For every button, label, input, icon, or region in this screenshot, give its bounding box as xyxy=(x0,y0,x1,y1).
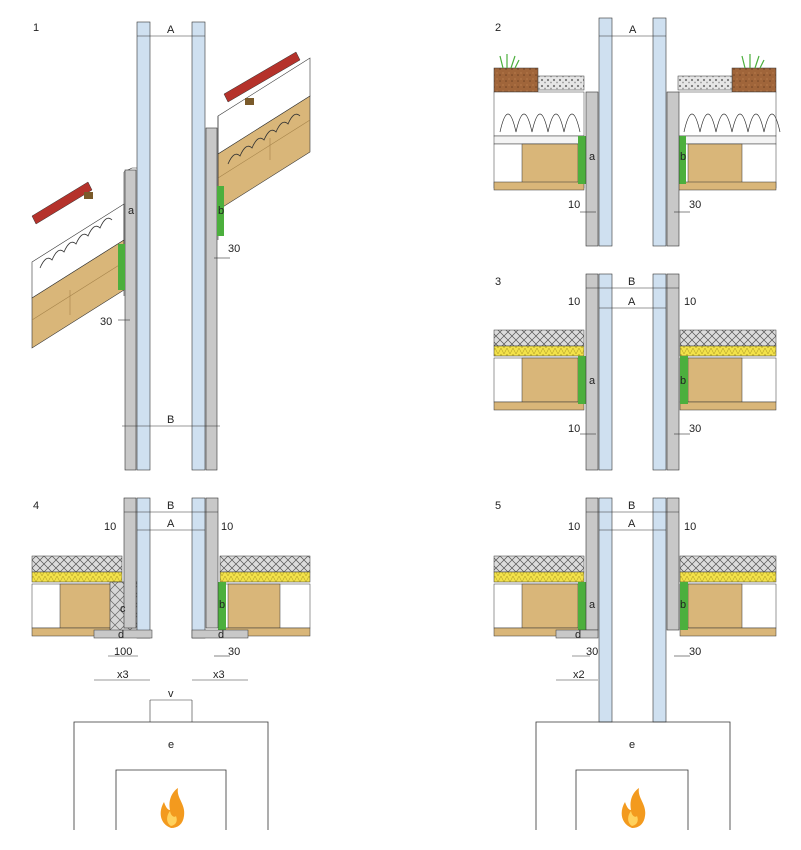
dim-B: B xyxy=(628,276,635,288)
dim-30-upper: 30 xyxy=(228,243,240,255)
dim-30-lower: 30 xyxy=(100,316,112,328)
dim-A: A xyxy=(628,518,636,530)
panel-number: 4 xyxy=(33,500,39,512)
dim-A: A xyxy=(167,518,175,530)
dim-10-right: 10 xyxy=(221,521,233,533)
flue-wall-right xyxy=(652,497,667,723)
panel-number: 1 xyxy=(33,22,39,34)
dim-x3-right: x3 xyxy=(213,669,225,681)
dim-B: B xyxy=(167,500,174,512)
dim-30: 30 xyxy=(228,646,240,658)
dim-B: B xyxy=(628,500,635,512)
casing-right xyxy=(205,497,219,629)
dim-30: 30 xyxy=(689,199,701,211)
label-c: c xyxy=(120,603,126,615)
panel-2: 2 A a b 10 3 xyxy=(493,17,781,247)
flue-wall-right xyxy=(191,21,206,471)
flue-wall-left xyxy=(598,17,613,247)
dim-v: v xyxy=(168,688,174,700)
dim-10-bottom: 10 xyxy=(568,423,580,435)
dim-A: A xyxy=(167,24,175,36)
dim-10-right: 10 xyxy=(684,296,696,308)
roof-right xyxy=(217,51,311,240)
flue-wall-left xyxy=(136,497,151,639)
flue-wall-left xyxy=(598,497,613,723)
label-d-right: d xyxy=(218,629,224,641)
casing-right xyxy=(666,273,680,471)
firebox xyxy=(575,769,689,830)
firebox xyxy=(115,769,227,830)
panel-1: 1 xyxy=(31,21,311,471)
grass-icon xyxy=(741,54,765,69)
dim-B: B xyxy=(167,414,174,426)
dim-A: A xyxy=(629,24,637,36)
dim-10: 10 xyxy=(568,199,580,211)
dim-30: 30 xyxy=(689,423,701,435)
dim-x3-left: x3 xyxy=(117,669,129,681)
plate-left xyxy=(555,629,599,639)
label-d-left: d xyxy=(118,629,124,641)
label-a: a xyxy=(128,205,135,217)
label-d: d xyxy=(575,629,581,641)
dim-10-left: 10 xyxy=(104,521,116,533)
panel-number: 2 xyxy=(495,22,501,34)
flame-icon xyxy=(160,788,185,828)
label-a: a xyxy=(589,375,596,387)
dim-x2: x2 xyxy=(573,669,585,681)
label-a: a xyxy=(589,599,596,611)
stove-e xyxy=(535,721,731,830)
panel-5: 5 B A 10 10 a b d 30 30 x2 xyxy=(493,497,777,830)
panel-3: 3 B A 10 10 a b 10 30 xyxy=(493,273,777,471)
casing-left xyxy=(123,497,137,629)
flue-wall-right xyxy=(191,497,206,639)
panel-number: 3 xyxy=(495,276,501,288)
casing-left xyxy=(585,91,599,247)
flue-wall-right xyxy=(652,273,667,471)
plate-right xyxy=(191,629,249,639)
dim-30-left: 30 xyxy=(586,646,598,658)
dim-10-left: 10 xyxy=(568,521,580,533)
dim-100: 100 xyxy=(114,646,132,658)
label-e: e xyxy=(629,739,635,751)
label-e: e xyxy=(168,739,174,751)
gap-b xyxy=(217,186,224,236)
label-b: b xyxy=(680,151,686,163)
dim-A: A xyxy=(628,296,636,308)
label-b: b xyxy=(218,205,224,217)
grass-icon xyxy=(499,54,520,69)
gap-a xyxy=(118,244,125,290)
panel-number: 5 xyxy=(495,500,501,512)
stove-e xyxy=(73,721,269,830)
dim-10-right: 10 xyxy=(684,521,696,533)
flue-wall-left xyxy=(136,21,151,471)
casing-right xyxy=(666,91,680,247)
label-b: b xyxy=(680,599,686,611)
casing-right xyxy=(205,127,218,471)
flue-wall-right xyxy=(652,17,667,247)
label-b: b xyxy=(219,599,225,611)
label-a: a xyxy=(589,151,596,163)
casing-right xyxy=(666,497,680,631)
flame-icon xyxy=(621,788,646,828)
flue-wall-left xyxy=(598,273,613,471)
plate-left xyxy=(93,629,153,639)
dim-10-left: 10 xyxy=(568,296,580,308)
panel-4: 4 B A 10 10 c b d d 100 30 x3 xyxy=(31,497,311,830)
label-b: b xyxy=(680,375,686,387)
dim-30-right: 30 xyxy=(689,646,701,658)
casing-left xyxy=(585,273,599,471)
